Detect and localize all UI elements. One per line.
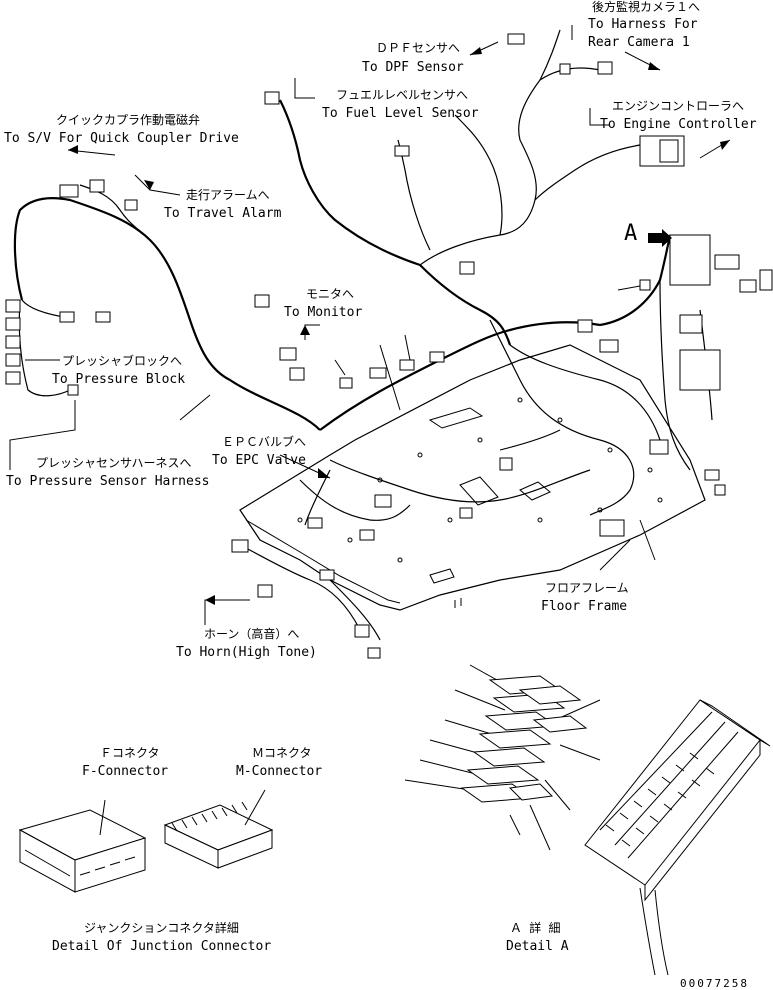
- horn-label-jp: ホーン（高音）へ: [204, 626, 299, 641]
- epc-label-jp: ＥＰＣバルブへ: [222, 434, 306, 449]
- dpf-label-en: To DPF Sensor: [362, 60, 464, 75]
- harness-connectors: [5, 33, 773, 659]
- f-connector-drawing: [18, 799, 147, 893]
- monitor-label-jp: モニタへ: [306, 287, 354, 301]
- view-a-label: A: [624, 221, 637, 246]
- leader-lines: [9, 25, 731, 625]
- monitor-label-en: To Monitor: [284, 305, 362, 320]
- pressure-sensor-label-en: To Pressure Sensor Harness: [6, 474, 210, 489]
- engine-label-en: To Engine Controller: [600, 117, 757, 132]
- terminal-stack: [460, 675, 588, 803]
- m-connector-label-jp: Ｍコネクタ: [252, 746, 312, 760]
- detail-a-drawing: [404, 664, 771, 976]
- quick-coupler-label-en: To S/V For Quick Coupler Drive: [4, 131, 239, 146]
- horn-label-en: To Horn(High Tone): [176, 645, 317, 660]
- rear-camera-label-en-2: Rear Camera 1: [588, 35, 690, 50]
- quick-coupler-label-jp: クイックカプラ作動電磁弁: [56, 112, 200, 127]
- pressure-sensor-label-jp: プレッシャセンサハーネスへ: [36, 456, 192, 470]
- dpf-label-jp: ＤＰＦセンサへ: [376, 41, 460, 55]
- travel-alarm-label-jp: 走行アラームへ: [186, 188, 270, 202]
- floor-frame: [239, 344, 706, 611]
- floor-frame-label-en: Floor Frame: [541, 599, 627, 614]
- drawing-number: 00077258: [680, 977, 749, 990]
- pressure-block-label-jp: プレッシャブロックへ: [62, 353, 182, 368]
- m-connector-drawing: [163, 789, 274, 869]
- view-a-marker: A: [624, 221, 672, 247]
- fuel-label-en: To Fuel Level Sensor: [322, 106, 479, 121]
- junction-detail-label-en: Detail Of Junction Connector: [52, 939, 271, 954]
- rear-camera-label-jp: 後方監視カメラ１へ: [592, 0, 700, 14]
- f-connector-label-en: F-Connector: [82, 764, 168, 779]
- callout-labels: 後方監視カメラ１へ To Harness For Rear Camera 1 Ｄ…: [4, 0, 757, 990]
- fuel-label-jp: フュエルレベルセンサへ: [336, 88, 468, 102]
- engine-label-jp: エンジンコントローラへ: [612, 99, 744, 113]
- junction-detail-label-jp: ジャンクションコネクタ詳細: [84, 920, 239, 935]
- epc-label-en: To EPC Valve: [212, 453, 306, 468]
- floor-frame-label-jp: フロアフレーム: [545, 581, 629, 595]
- m-connector-label-en: M-Connector: [236, 764, 322, 779]
- rear-camera-label-en-1: To Harness For: [588, 17, 698, 32]
- detail-a-label-en: Detail A: [506, 939, 569, 954]
- junction-block: [584, 699, 771, 976]
- travel-alarm-label-en: To Travel Alarm: [164, 206, 282, 221]
- detail-a-label-jp: Ａ 詳 細: [510, 920, 560, 935]
- pressure-block-label-en: To Pressure Block: [52, 372, 185, 387]
- f-connector-label-jp: Ｆコネクタ: [100, 746, 160, 760]
